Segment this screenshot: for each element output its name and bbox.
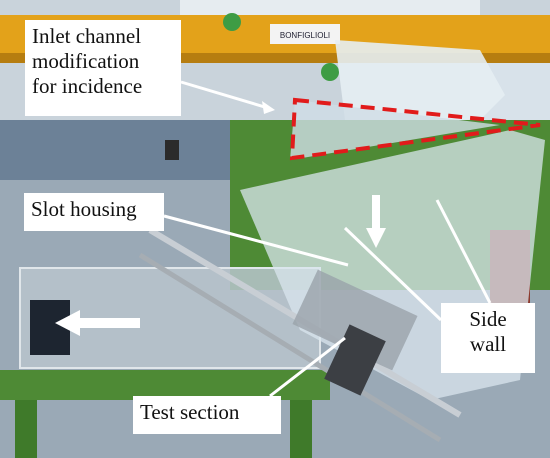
crane-motor-left <box>223 13 241 31</box>
crane-motor-right <box>321 63 339 81</box>
green-base-beam <box>0 370 330 400</box>
inlet-highlight-outline <box>289 97 541 161</box>
leader-inlet-head <box>262 101 275 114</box>
inlet-modification <box>290 100 500 160</box>
leader-test-section <box>269 336 346 398</box>
flow-arrow-inlet-head <box>366 228 386 248</box>
outlet-opening <box>30 300 70 355</box>
label-side-line1: Side <box>469 307 507 331</box>
leader-side-wall-2 <box>435 199 492 304</box>
test-section-cascade <box>292 269 418 371</box>
leader-inlet <box>180 80 269 110</box>
side-wall-rail-lower <box>138 252 442 443</box>
leader-side-wall-1 <box>343 226 443 322</box>
label-inlet-line1: Inlet channel <box>32 24 142 48</box>
label-slot-text: Slot housing <box>31 197 137 221</box>
label-slot-housing: Slot housing <box>24 193 164 231</box>
label-side-wall: Side wall <box>441 303 535 373</box>
leader-slot <box>163 214 349 267</box>
flow-arrow-outlet-head <box>55 310 80 336</box>
test-section-probe <box>324 324 386 396</box>
inlet-bellmouth <box>335 40 505 120</box>
label-side-line2: wall <box>469 332 507 356</box>
crane-beam-shadow <box>0 53 550 63</box>
label-inlet-line3: for incidence <box>32 74 143 98</box>
green-leg-left <box>15 400 37 458</box>
crane-sign-plate <box>270 24 340 44</box>
green-leg-mid <box>290 400 312 458</box>
crane-hook <box>165 140 179 160</box>
label-inlet-line2: modification <box>32 49 140 73</box>
label-inlet-channel: Inlet channel modification for incidence <box>25 20 181 116</box>
crane-sign-text: BONFIGLIOLI <box>280 31 330 40</box>
label-test-section: Test section <box>133 396 281 434</box>
label-test-text: Test section <box>140 400 240 424</box>
